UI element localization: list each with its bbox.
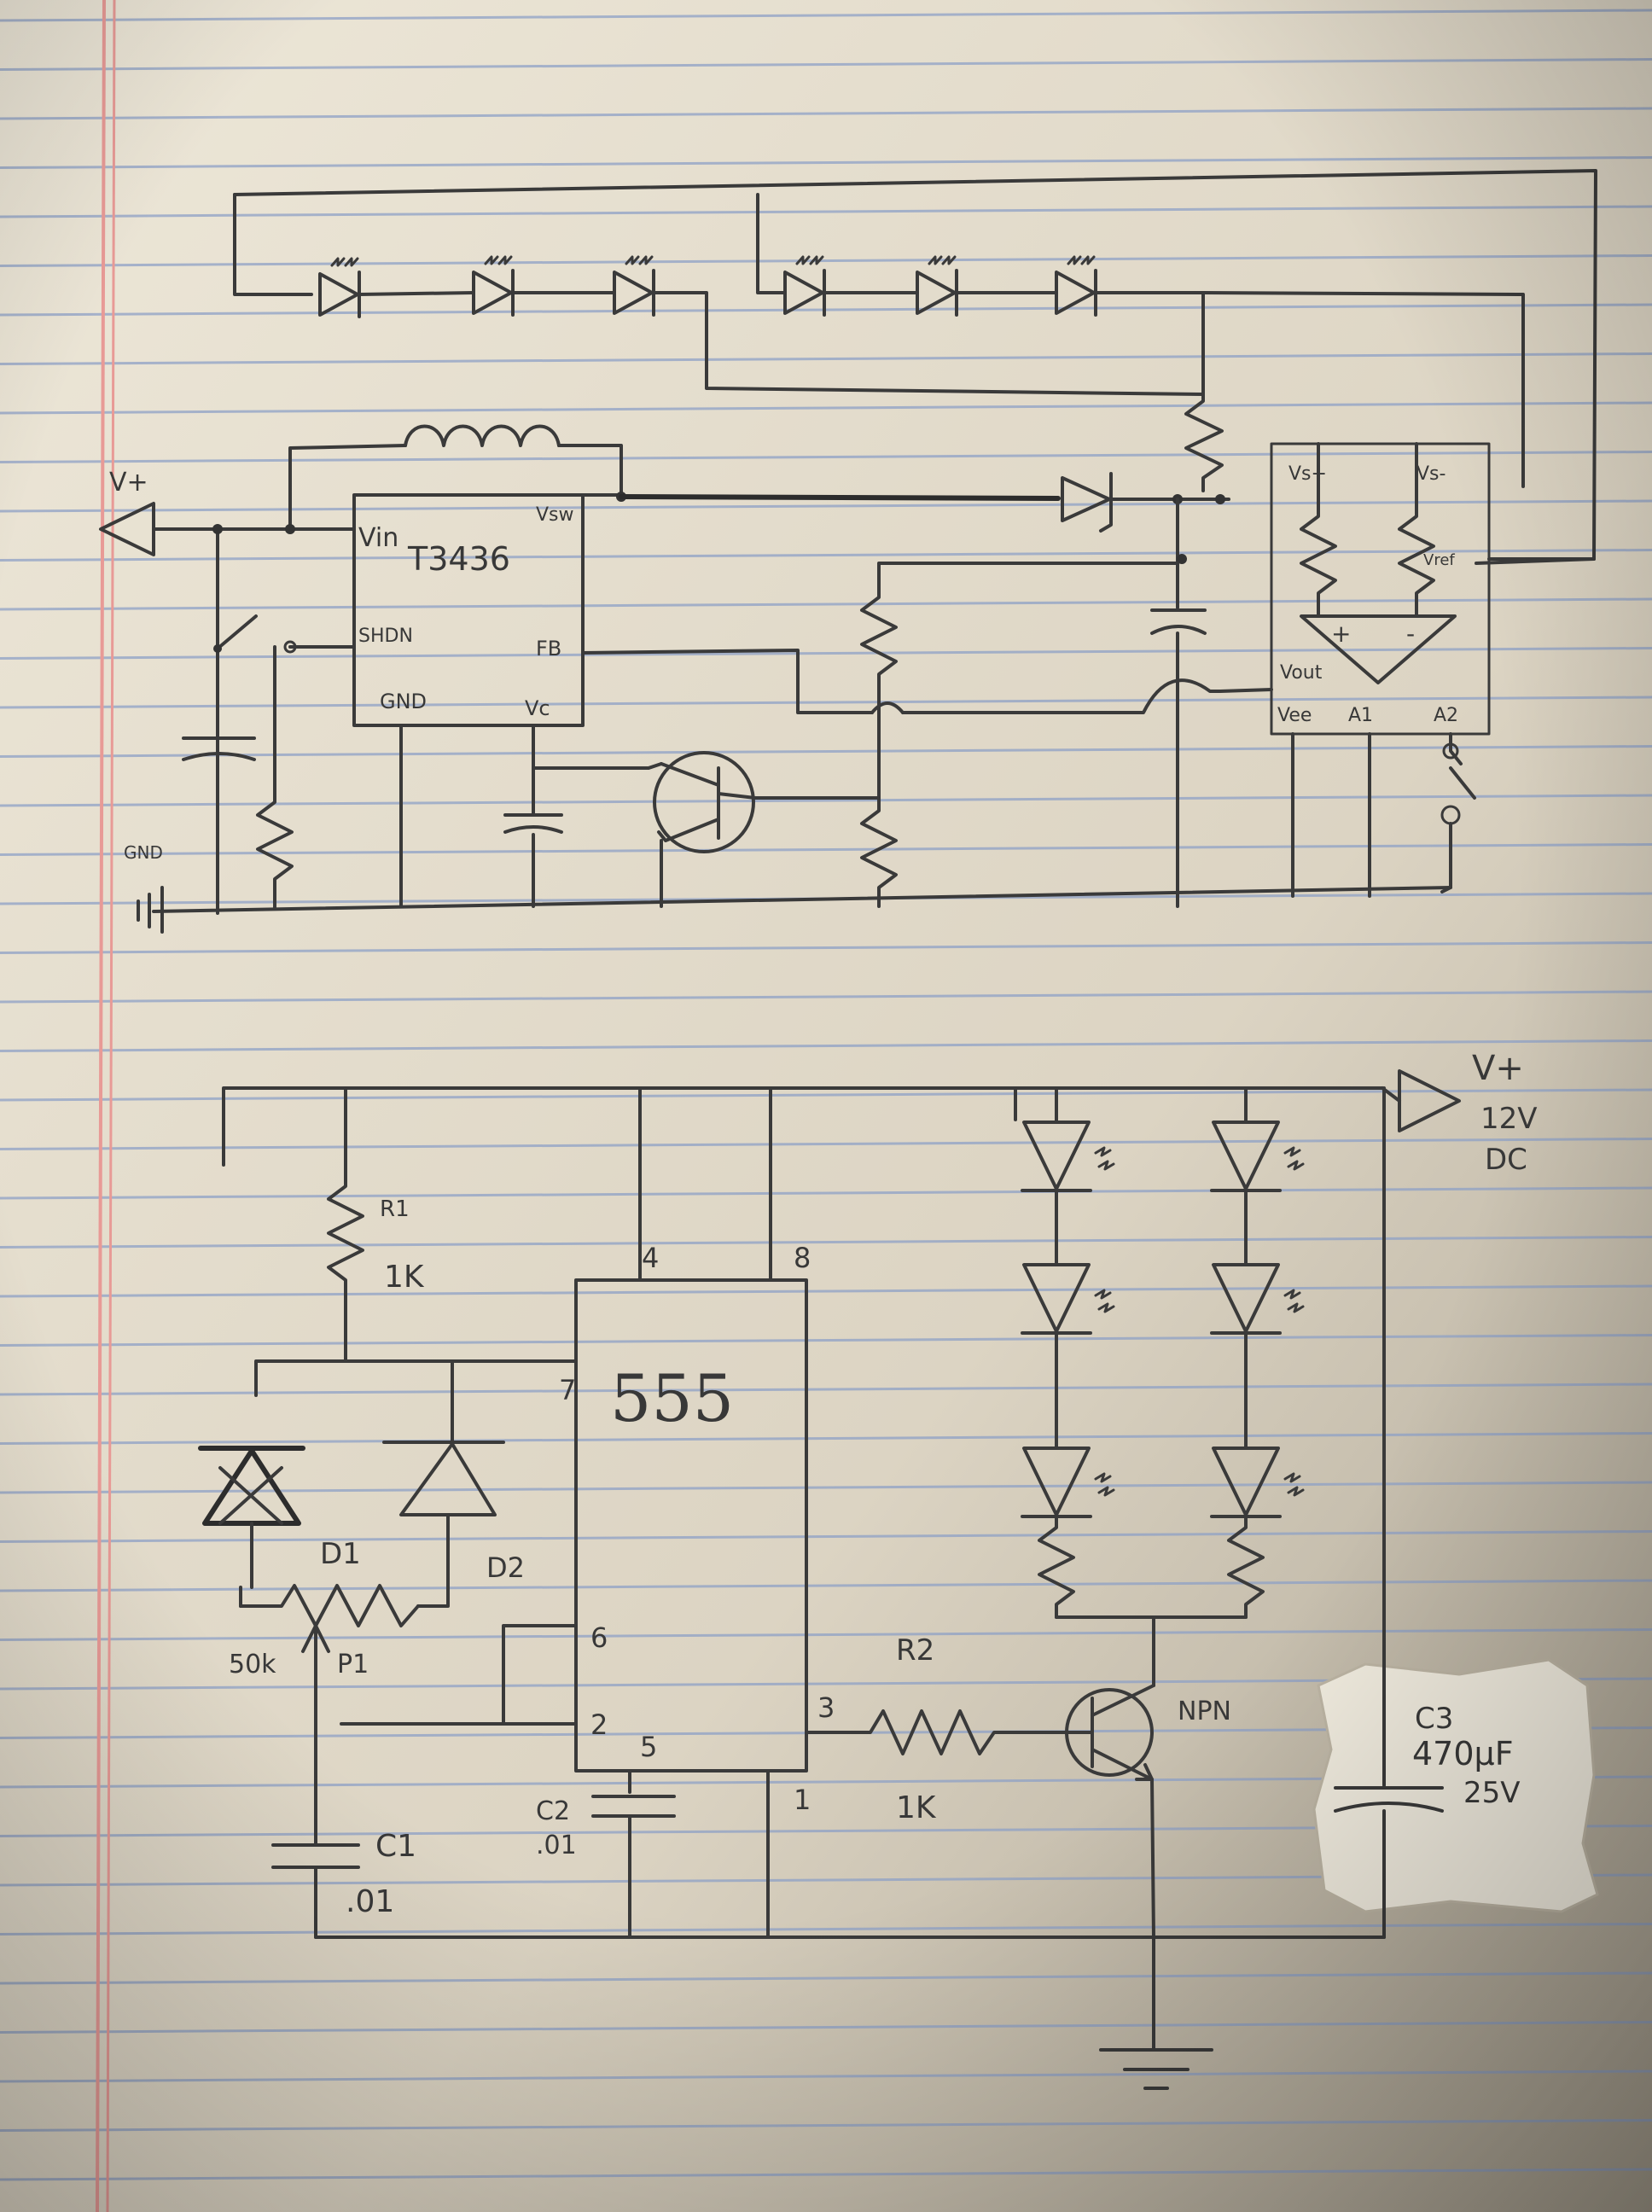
ground-label-top: GND xyxy=(124,842,163,863)
supply-label-top: V+ xyxy=(109,468,148,498)
ic-name-555: 555 xyxy=(610,1360,734,1436)
supply-voltage-bottom: 12V xyxy=(1480,1102,1538,1136)
p1-value: 50k xyxy=(229,1650,276,1679)
supply-type-bottom: DC xyxy=(1485,1143,1527,1177)
c3-value: 470μF xyxy=(1412,1735,1514,1773)
r1-name: R1 xyxy=(380,1196,410,1222)
opamp-a1-label: A1 xyxy=(1348,705,1373,726)
switch-contact xyxy=(213,644,222,653)
c3-voltage: 25V xyxy=(1463,1776,1521,1810)
c1-value: .01 xyxy=(346,1884,394,1919)
junction-dot xyxy=(1215,494,1225,504)
opamp-vs-plus-label: Vs+ xyxy=(1288,463,1327,485)
junction-dot xyxy=(285,524,295,534)
pin-5-label: 5 xyxy=(640,1731,657,1763)
pin-4-label: 4 xyxy=(642,1242,659,1274)
c1-name: C1 xyxy=(375,1829,416,1864)
junction-dot xyxy=(212,524,223,534)
wire-emitter xyxy=(1150,1778,1155,1939)
wire-sw-node xyxy=(619,494,1061,501)
wire-led-1-2 xyxy=(358,291,475,296)
pin-vin-label: Vin xyxy=(358,523,398,553)
pin-6-label: 6 xyxy=(590,1621,608,1654)
c2-name: C2 xyxy=(536,1796,570,1826)
opamp-minus: - xyxy=(1406,620,1415,648)
paper-patch xyxy=(1312,1658,1599,1913)
p1-name: P1 xyxy=(337,1650,369,1679)
d2-name: D2 xyxy=(486,1551,525,1584)
c3-name: C3 xyxy=(1415,1702,1453,1736)
d1-name: D1 xyxy=(320,1537,361,1571)
transistor-label: NPN xyxy=(1178,1697,1231,1726)
r1-value: 1K xyxy=(384,1260,425,1295)
pin-7-label: 7 xyxy=(559,1374,576,1406)
pin-3-label: 3 xyxy=(817,1691,835,1724)
opamp-plus: + xyxy=(1331,620,1351,648)
opamp-vout-label: Vout xyxy=(1280,662,1323,684)
c2-value: .01 xyxy=(536,1831,577,1860)
pin-8-label: 8 xyxy=(794,1242,811,1274)
pin-vsw-label: Vsw xyxy=(536,504,574,526)
supply-label-bottom: V+ xyxy=(1472,1049,1524,1088)
pin-vc-label: Vc xyxy=(525,696,550,720)
r2-name: R2 xyxy=(896,1633,934,1668)
opamp-vref-label: Vref xyxy=(1423,551,1455,569)
opamp-a2-label: A2 xyxy=(1434,705,1458,726)
opamp-vee-label: Vee xyxy=(1277,705,1312,726)
pin-2-label: 2 xyxy=(590,1708,608,1741)
pin-gnd-label: GND xyxy=(380,690,427,713)
pin-1-label: 1 xyxy=(794,1784,811,1816)
opamp-vs-minus-label: Vs- xyxy=(1416,463,1446,485)
ic-name-t3436: T3436 xyxy=(407,540,510,578)
r2-value: 1K xyxy=(896,1790,937,1825)
pin-fb-label: FB xyxy=(536,637,561,661)
pin-shdn-label: SHDN xyxy=(358,626,413,647)
